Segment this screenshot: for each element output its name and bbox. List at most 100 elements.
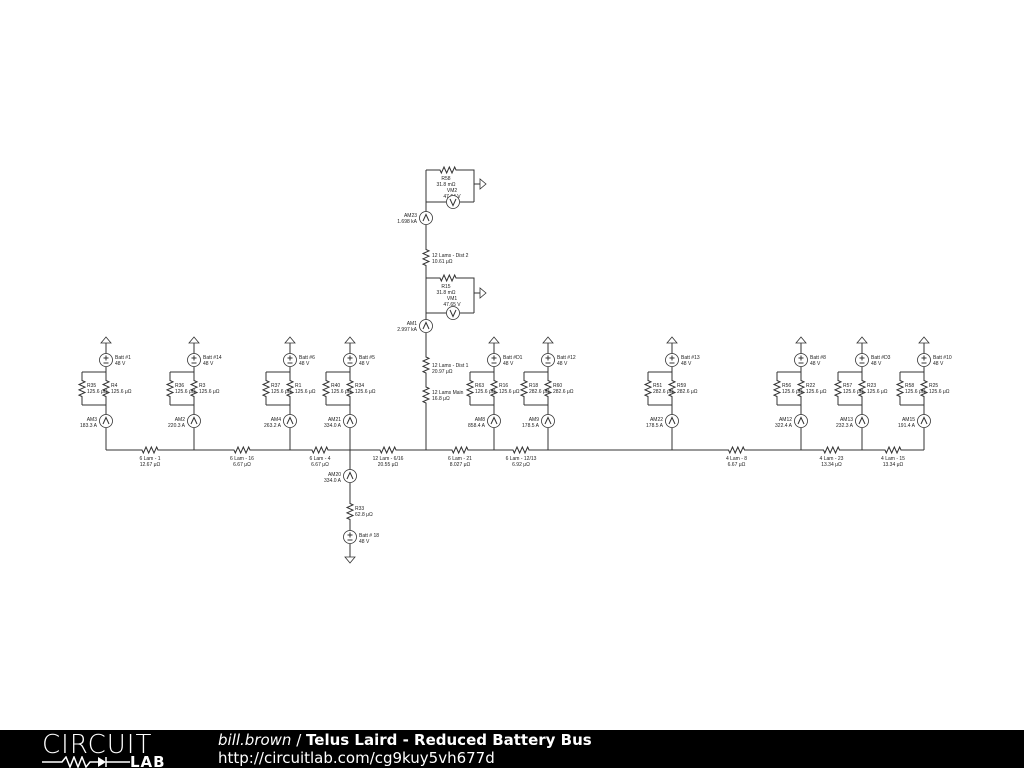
resistor-label: R34: [355, 383, 364, 389]
resistor-symbol[interactable]: [232, 445, 252, 455]
resistor-label: 282.6 μΩ: [529, 389, 550, 395]
battery-source[interactable]: [343, 353, 357, 367]
resistor-symbol[interactable]: [310, 445, 330, 455]
resistor-symbol[interactable]: [438, 273, 458, 283]
battery-label: Batt #8: [810, 355, 826, 361]
voltmeter[interactable]: [446, 195, 460, 209]
resistor-symbol[interactable]: [77, 372, 87, 405]
resistor-symbol[interactable]: [726, 445, 747, 455]
ammeter[interactable]: [917, 414, 931, 428]
resistor-symbol[interactable]: [883, 445, 903, 455]
bus-resistor-label: 13.34 μΩ: [821, 462, 842, 468]
battery-label: Batt #6: [299, 355, 315, 361]
battery-source[interactable]: [917, 353, 931, 367]
battery-label: 48 V: [871, 361, 882, 367]
ammeter[interactable]: [855, 414, 869, 428]
resistor-symbol[interactable]: [772, 372, 782, 405]
resistor-label: 125.6 μΩ: [355, 389, 376, 395]
ammeter[interactable]: [99, 414, 113, 428]
resistor-symbol[interactable]: [643, 372, 653, 405]
battery-label: Batt #14: [203, 355, 222, 361]
ammeter[interactable]: [343, 414, 357, 428]
resistor-symbol[interactable]: [857, 372, 867, 405]
resistor-symbol[interactable]: [895, 372, 905, 405]
resistor-symbol[interactable]: [345, 498, 355, 525]
ammeter[interactable]: [187, 414, 201, 428]
bus-resistor-label: 6 Lam - 21: [448, 456, 472, 462]
battery-label: 48 V: [557, 361, 568, 367]
resistor-symbol[interactable]: [378, 445, 398, 455]
resistor-symbol[interactable]: [261, 372, 271, 405]
circuit-url[interactable]: http://circuitlab.com/cg9kuy5vh677d: [218, 749, 495, 767]
battery-source[interactable]: [855, 353, 869, 367]
resistor-label: 125.6 μΩ: [271, 389, 292, 395]
resistor-symbol[interactable]: [285, 372, 295, 405]
resistor-label: R25: [929, 383, 938, 389]
resistor-symbol[interactable]: [321, 372, 331, 405]
ammeter[interactable]: [487, 414, 501, 428]
resistor-label: R1: [295, 383, 302, 389]
resistor-label: 12 Lams - Dist 1: [432, 363, 469, 369]
battery-source[interactable]: [343, 530, 357, 544]
resistor-symbol[interactable]: [345, 372, 355, 405]
resistor-symbol[interactable]: [101, 372, 111, 405]
resistor-symbol[interactable]: [511, 445, 531, 455]
battery-source[interactable]: [541, 353, 555, 367]
bus-resistor-label: 20.55 μΩ: [378, 462, 399, 468]
ground-symbol: [795, 336, 807, 344]
ammeter-label: AM8: [475, 417, 486, 423]
resistor-symbol[interactable]: [465, 372, 475, 405]
resistor-symbol[interactable]: [919, 372, 929, 405]
ammeter-label: AM2: [175, 417, 186, 423]
resistor-symbol[interactable]: [421, 380, 431, 410]
resistor-symbol[interactable]: [421, 350, 431, 380]
ammeter[interactable]: [419, 319, 433, 333]
resistor-symbol[interactable]: [796, 372, 806, 405]
resistor-symbol[interactable]: [140, 445, 160, 455]
ammeter[interactable]: [794, 414, 808, 428]
resistor-symbol[interactable]: [489, 372, 499, 405]
breadcrumb: bill.brown / Telus Laird - Reduced Batte…: [218, 731, 592, 749]
resistor-label: R22: [806, 383, 815, 389]
resistor-label: R15: [441, 284, 450, 290]
bus-resistor-label: 6 Lam - 16: [230, 456, 254, 462]
voltmeter[interactable]: [446, 306, 460, 320]
resistor-symbol[interactable]: [821, 445, 842, 455]
resistor-label: 20.97 μΩ: [432, 369, 453, 375]
resistor-symbol[interactable]: [189, 372, 199, 405]
ground-symbol: [488, 336, 500, 344]
resistor-label: 31.8 mΩ: [436, 290, 455, 296]
resistor-symbol[interactable]: [667, 372, 677, 405]
ammeter-label: 1.698 kA: [397, 219, 417, 225]
bus-resistor-label: 4 Lam - 23: [820, 456, 844, 462]
battery-source[interactable]: [794, 353, 808, 367]
author-link[interactable]: bill.brown: [218, 731, 292, 749]
resistor-symbol[interactable]: [438, 165, 458, 175]
resistor-symbol[interactable]: [833, 372, 843, 405]
battery-source[interactable]: [665, 353, 679, 367]
battery-source[interactable]: [99, 353, 113, 367]
resistor-symbol[interactable]: [165, 372, 175, 405]
resistor-label: R37: [271, 383, 280, 389]
resistor-symbol[interactable]: [519, 372, 529, 405]
ammeter-label: 178.5 A: [646, 423, 664, 429]
ammeter[interactable]: [283, 414, 297, 428]
resistor-label: 282.6 μΩ: [653, 389, 674, 395]
resistor-symbol[interactable]: [543, 372, 553, 405]
battery-source[interactable]: [187, 353, 201, 367]
circuitlab-logo[interactable]: CIRCUIT LAB: [42, 732, 182, 771]
resistor-label: R40: [331, 383, 340, 389]
battery-source[interactable]: [487, 353, 501, 367]
ground-symbol: [666, 336, 678, 344]
ammeter[interactable]: [343, 469, 357, 483]
resistor-symbol[interactable]: [450, 445, 470, 455]
ammeter[interactable]: [541, 414, 555, 428]
resistor-symbol[interactable]: [421, 240, 431, 275]
ammeter[interactable]: [665, 414, 679, 428]
battery-source[interactable]: [283, 353, 297, 367]
ammeter[interactable]: [419, 211, 433, 225]
